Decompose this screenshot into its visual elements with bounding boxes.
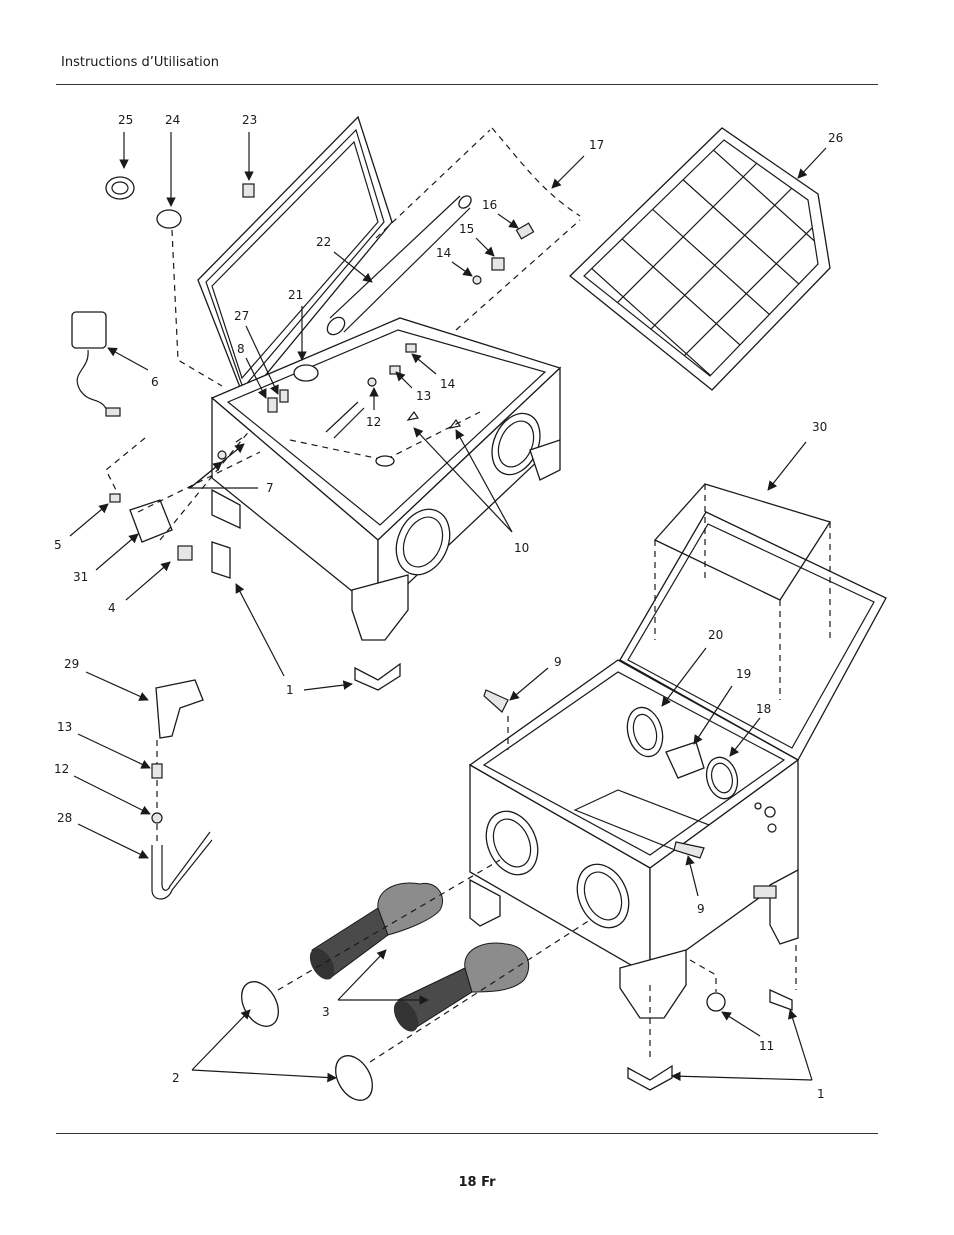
hose-part-28 (151, 839, 213, 900)
callout-13b: 13 (57, 720, 72, 734)
callout-24: 24 (165, 113, 180, 127)
fitting-part-13 (151, 763, 163, 779)
cone-part-19 (665, 741, 705, 779)
power-adapter-part-6 (71, 311, 121, 417)
callout-29: 29 (64, 657, 79, 671)
wing-nut-part-9b (673, 841, 705, 859)
callout-26: 26 (828, 131, 843, 145)
bracket-part-1d (769, 988, 793, 1011)
clamp-part-2a (241, 981, 279, 1027)
callout-9: 9 (554, 655, 562, 669)
callout-8: 8 (237, 342, 245, 356)
callout-12b: 12 (54, 762, 69, 776)
upper-glove-port (395, 508, 451, 576)
bracket-part-1 (211, 541, 231, 579)
callout-12: 12 (366, 415, 381, 429)
switch-part-4 (177, 545, 193, 561)
filter-screen-part-26 (569, 127, 831, 391)
connector-part-5 (109, 493, 121, 503)
gasket-part-20 (626, 706, 664, 758)
ring-part-18 (705, 756, 739, 800)
callout-2: 2 (172, 1071, 180, 1085)
callout-14: 14 (436, 246, 451, 260)
callout-3: 3 (322, 1005, 330, 1019)
clamp-part-2b (335, 1055, 373, 1101)
callout-1: 1 (286, 683, 294, 697)
callout-11: 11 (759, 1039, 774, 1053)
callout-1b: 1 (817, 1087, 825, 1101)
screw-part-23 (242, 183, 255, 198)
cap-part-24 (156, 209, 182, 229)
port-gasket-part-25 (105, 176, 135, 200)
footer-rule (56, 1133, 878, 1134)
callout-22: 22 (316, 235, 331, 249)
callout-16: 16 (482, 198, 497, 212)
callout-6: 6 (151, 375, 159, 389)
cap-part-11 (706, 992, 726, 1012)
callout-numbers: 25 24 23 17 26 16 15 14 22 21 27 8 6 14 … (54, 113, 843, 1101)
callout-4: 4 (108, 601, 116, 615)
chain-part-17 (491, 127, 581, 217)
gloves-part-3 (309, 882, 529, 1032)
callout-7: 7 (266, 481, 274, 495)
callout-10: 10 (514, 541, 529, 555)
blast-gun-assembly (151, 679, 213, 900)
callout-18: 18 (756, 702, 771, 716)
upper-cabinet (197, 115, 562, 641)
callout-5: 5 (54, 538, 62, 552)
callout-25: 25 (118, 113, 133, 127)
wing-nut-part-9 (483, 689, 509, 713)
blast-gun-part-29 (155, 679, 204, 739)
callout-9b: 9 (697, 902, 705, 916)
callout-17: 17 (589, 138, 604, 152)
bracket-part-1c (627, 1064, 673, 1091)
callout-21: 21 (288, 288, 303, 302)
bracket-part-1b (354, 662, 401, 691)
callout-19: 19 (736, 667, 751, 681)
page-header-title: Instructions d’Utilisation (61, 55, 219, 70)
callout-28: 28 (57, 811, 72, 825)
lower-glove-port-right (576, 863, 630, 929)
callout-27: 27 (234, 309, 249, 323)
callout-30: 30 (812, 420, 827, 434)
lower-cabinet (468, 511, 887, 1019)
upper-lid (197, 115, 393, 402)
callout-13: 13 (416, 389, 431, 403)
header-rule (56, 84, 878, 85)
callout-14b: 14 (440, 377, 455, 391)
fitting-part-12 (151, 812, 163, 824)
air-inlet-valve (753, 885, 777, 899)
lower-glove-port-left (485, 810, 539, 876)
callout-23: 23 (242, 113, 257, 127)
page-number: 18 Fr (458, 1175, 496, 1190)
callout-31: 31 (73, 570, 88, 584)
callout-leaders (69, 132, 827, 1083)
lamp-tube (326, 195, 472, 336)
callout-15: 15 (459, 222, 474, 236)
callout-20: 20 (708, 628, 723, 642)
